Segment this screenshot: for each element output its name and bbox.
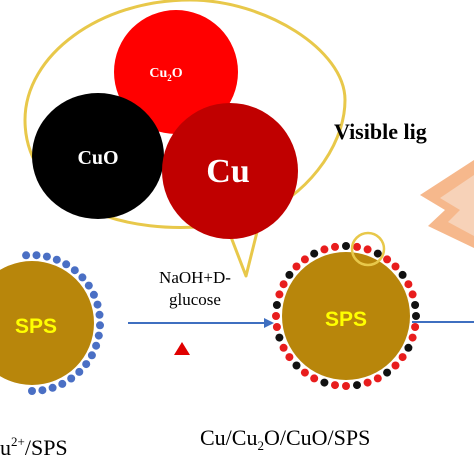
cuo-sphere xyxy=(32,93,164,219)
cu-ion-dot xyxy=(84,281,93,290)
heat-triangle-icon xyxy=(174,342,190,355)
reaction-line2: glucose xyxy=(169,290,221,309)
nanoparticle-dot xyxy=(272,312,280,320)
nanoparticle-dot xyxy=(285,353,294,362)
nanoparticle-dot xyxy=(285,270,294,279)
right-particle-dots xyxy=(272,242,420,390)
cu-label: Cu xyxy=(206,153,249,190)
nanoparticle-dot xyxy=(353,381,361,390)
nanoparticle-dot xyxy=(320,245,329,254)
right-sps-core xyxy=(282,252,410,380)
nanoparticle-dot xyxy=(300,368,309,377)
right-caption: Cu/Cu2O/CuO/SPS xyxy=(200,425,370,453)
cu-ion-dot xyxy=(78,273,87,282)
cu-ion-dot xyxy=(22,251,31,260)
nanoparticle-dot xyxy=(300,255,309,264)
cu-ion-dot xyxy=(62,260,71,269)
zoom-marker-circle xyxy=(350,231,386,267)
cu-ion-dot xyxy=(42,252,51,261)
cu-sphere xyxy=(162,103,298,239)
nanoparticle-dot xyxy=(275,290,284,299)
nanoparticle-dot xyxy=(342,242,350,250)
cu-ion-dot xyxy=(89,290,98,299)
cu-ion-dot xyxy=(67,374,76,383)
nanoparticle-dot xyxy=(373,374,382,383)
left-caption: u2+/SPS xyxy=(0,434,68,460)
cu-ion-dot xyxy=(75,367,84,376)
cu-ion-dot xyxy=(48,383,57,392)
nanoparticle-dot xyxy=(398,270,407,279)
nanoparticle-dot xyxy=(292,361,301,370)
nanoparticle-dot xyxy=(353,242,361,251)
nanoparticle-dot xyxy=(383,255,392,264)
nanoparticle-dot xyxy=(363,245,372,254)
nanoparticle-dot xyxy=(275,333,284,342)
nanoparticle-dot xyxy=(279,343,288,352)
cu-ion-dot xyxy=(28,387,36,395)
zoom-bubble: Cu2O CuO Cu xyxy=(23,0,347,278)
cuo-label: CuO xyxy=(77,147,118,169)
left-sps-core xyxy=(0,261,94,385)
nanoparticle-dot xyxy=(383,368,392,377)
nanoparticle-dot xyxy=(391,262,400,271)
nanoparticle-dot xyxy=(292,262,301,271)
cu-ion-dot xyxy=(52,255,61,264)
nanoparticle-dot xyxy=(373,249,382,258)
cu-ion-dot xyxy=(38,386,47,395)
cu-ion-dot xyxy=(92,341,101,350)
cu-ion-dot xyxy=(96,321,104,330)
cu-ion-dot xyxy=(87,351,96,360)
cu-ion-dot xyxy=(93,300,102,309)
nanoparticle-dot xyxy=(331,242,339,251)
nanoparticle-dot xyxy=(398,353,407,362)
nanoparticle-dot xyxy=(272,301,281,309)
nanoparticle-dot xyxy=(331,381,339,390)
lightning-highlight xyxy=(440,175,474,236)
nanoparticle-dot xyxy=(411,323,420,331)
right-sps-label: SPS xyxy=(325,308,367,331)
nanoparticle-dot xyxy=(279,280,288,289)
cu-ion-dot xyxy=(70,266,79,275)
nanoparticle-dot xyxy=(310,249,319,258)
nanoparticle-dot xyxy=(408,333,417,342)
cu-ion-dot xyxy=(82,360,91,369)
nanoparticle-dot xyxy=(320,378,329,387)
cu-ion-dot xyxy=(58,379,67,388)
cu2o-sphere xyxy=(114,10,238,134)
cu-ion-dot xyxy=(32,251,41,260)
nanoparticle-dot xyxy=(272,323,281,331)
cu-ion-dot xyxy=(94,331,103,340)
left-sps-label: SPS xyxy=(15,315,57,338)
nanoparticle-dot xyxy=(411,301,420,309)
nanoparticle-dot xyxy=(342,382,350,390)
nanoparticle-dot xyxy=(404,280,413,289)
nanoparticle-dot xyxy=(404,343,413,352)
cu-ion-dot xyxy=(95,310,104,319)
nanoparticle-dot xyxy=(363,378,372,387)
nanoparticle-dot xyxy=(412,312,420,320)
left-particle-dots xyxy=(22,251,104,395)
reaction-arrowhead xyxy=(264,318,274,328)
nanoparticle-dot xyxy=(391,361,400,370)
nanoparticle-dot xyxy=(310,374,319,383)
nanoparticle-dot xyxy=(408,290,417,299)
reaction-line1: NaOH+D- xyxy=(159,268,231,287)
visible-light-label: Visible lig xyxy=(334,119,427,144)
cu2o-label: Cu2O xyxy=(149,66,182,83)
